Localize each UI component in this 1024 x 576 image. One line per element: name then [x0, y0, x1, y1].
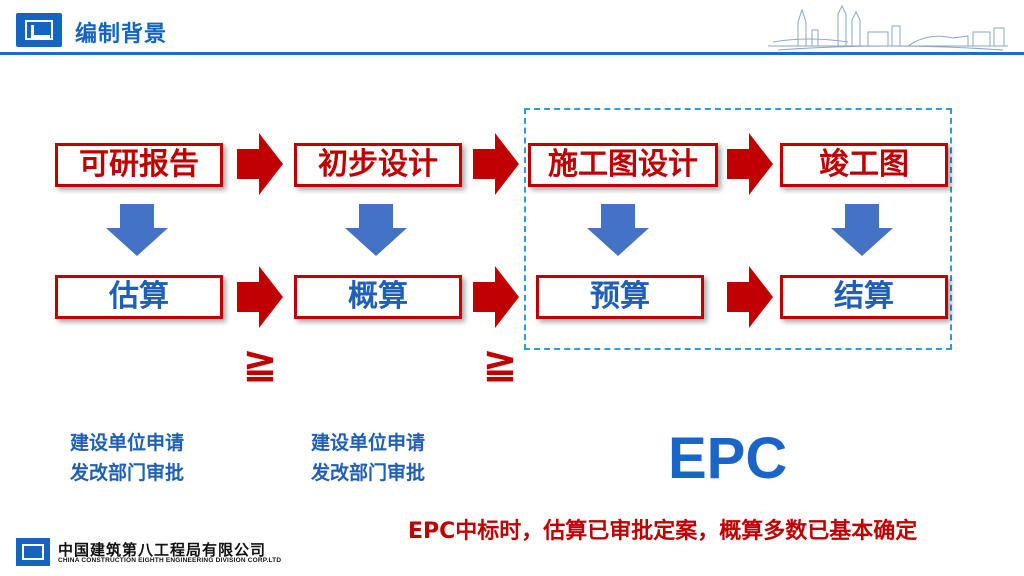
cost-label: 估算 [109, 279, 169, 314]
cost-settlement: 结算 [780, 275, 948, 319]
epc-statement: EPC中标时，估算已审批定案，概算多数已基本确定 [408, 519, 918, 544]
stage-label: 可研报告 [79, 147, 199, 182]
company-name-en: CHINA CONSTRUCTION EIGHTH ENGINEERING DI… [58, 557, 282, 564]
cost-budget: 预算 [536, 275, 704, 319]
cost-label: 结算 [834, 279, 894, 314]
header-divider [0, 52, 1024, 55]
company-name-cn: 中国建筑第八工程局有限公司 [58, 541, 267, 559]
stage-label: 施工图设计 [548, 147, 698, 182]
greater-or-equal-symbol: ≧ [242, 338, 278, 387]
epc-label: EPC [668, 426, 788, 491]
down-arrow-icon [587, 204, 649, 256]
epc-scope-frame [524, 108, 952, 350]
down-arrow-icon [106, 204, 168, 256]
right-arrow-icon [473, 266, 519, 328]
right-arrow-icon [473, 133, 519, 195]
right-arrow-icon [727, 266, 773, 328]
approval-note: 建设单位申请 发改部门审批 [311, 428, 425, 488]
right-arrow-icon [727, 133, 773, 195]
stage-label: 初步设计 [318, 147, 438, 182]
stage-as-built-drawing: 竣工图 [780, 143, 948, 187]
cost-budget-estimate: 概算 [294, 275, 462, 319]
down-arrow-icon [831, 204, 893, 256]
stage-label: 竣工图 [819, 147, 909, 182]
note-line: 发改部门审批 [70, 462, 185, 484]
greater-or-equal-symbol: ≧ [482, 338, 518, 387]
note-line: 建设单位申请 [70, 432, 185, 454]
down-arrow-icon [345, 204, 407, 256]
approval-note: 建设单位申请 发改部门审批 [70, 428, 184, 488]
cost-label: 概算 [348, 279, 408, 314]
right-arrow-icon [237, 133, 283, 195]
cost-estimate: 估算 [55, 275, 223, 319]
stage-construction-drawing-design: 施工图设计 [528, 143, 718, 187]
note-line: 发改部门审批 [311, 462, 426, 484]
cost-label: 预算 [590, 279, 650, 314]
page-title: 编制背景 [75, 22, 168, 47]
skyline-illustration [768, 4, 1008, 51]
right-arrow-icon [237, 266, 283, 328]
stage-feasibility-report: 可研报告 [55, 143, 223, 187]
stage-preliminary-design: 初步设计 [294, 143, 462, 187]
footer-logo-icon [16, 538, 50, 566]
company-logo-icon [16, 13, 62, 47]
note-line: 建设单位申请 [311, 432, 426, 454]
